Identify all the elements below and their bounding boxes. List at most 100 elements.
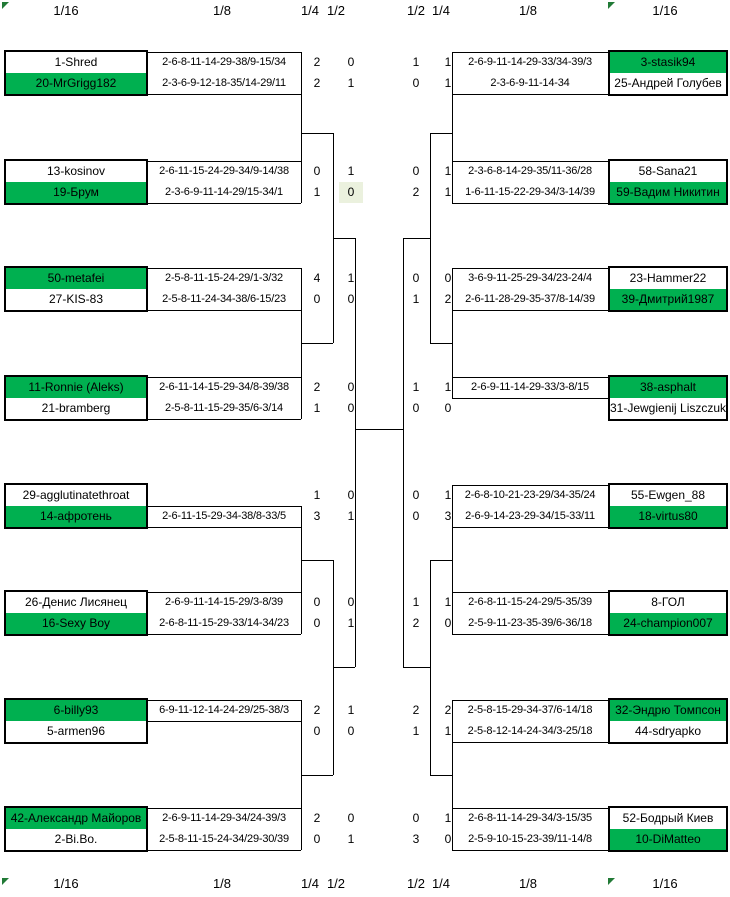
- player-name-cell[interactable]: 39-Дмитрий1987: [610, 289, 726, 310]
- player-name-cell[interactable]: 31-Jewgienij Liszczuk: [610, 398, 726, 419]
- match-sequence-cell[interactable]: 2-3-6-9-11-14-29/15-34/1: [165, 186, 283, 198]
- score-semifinal-cell[interactable]: 1: [412, 595, 420, 609]
- match-sequence-cell[interactable]: 2-5-8-12-14-24-34/3-25/18: [467, 725, 593, 737]
- score-quarterfinal-cell[interactable]: 0: [313, 164, 321, 178]
- match-sequence-cell[interactable]: 2-5-8-11-15-29-35/6-3/14: [165, 402, 283, 414]
- player-name-cell[interactable]: 6-billy93: [6, 700, 146, 721]
- score-quarterfinal-cell[interactable]: 1: [444, 488, 452, 502]
- score-quarterfinal-cell[interactable]: 1: [444, 811, 452, 825]
- score-semifinal-cell[interactable]: 1: [347, 164, 355, 178]
- score-quarterfinal-cell[interactable]: 0: [444, 401, 452, 415]
- score-semifinal-cell[interactable]: 0: [347, 595, 355, 609]
- score-semifinal-cell[interactable]: 0: [347, 401, 355, 415]
- match-sequence-cell[interactable]: 2-6-11-15-29-34-38/8-33/5: [162, 510, 286, 522]
- score-quarterfinal-cell[interactable]: 1: [444, 164, 452, 178]
- score-quarterfinal-cell[interactable]: 1: [444, 76, 452, 90]
- score-semifinal-cell[interactable]: 0: [347, 380, 355, 394]
- match-sequence-cell[interactable]: 2-3-6-9-12-18-35/14-29/11: [162, 77, 286, 89]
- score-quarterfinal-cell[interactable]: 0: [313, 595, 321, 609]
- match-sequence-cell[interactable]: 2-6-8-11-14-29-38/9-15/34: [162, 56, 286, 68]
- player-name-cell[interactable]: 38-asphalt: [610, 377, 726, 398]
- match-sequence-cell[interactable]: 1-6-11-15-22-29-34/3-14/39: [465, 186, 595, 198]
- score-quarterfinal-cell[interactable]: 1: [313, 401, 321, 415]
- match-sequence-cell[interactable]: 2-6-8-10-21-23-29/34-35/24: [464, 489, 596, 501]
- score-quarterfinal-cell[interactable]: 1: [444, 185, 452, 199]
- score-semifinal-cell[interactable]: 2: [412, 703, 420, 717]
- match-sequence-cell[interactable]: 2-6-8-11-14-29-34/3-15/35: [468, 812, 592, 824]
- score-quarterfinal-cell[interactable]: 3: [444, 509, 452, 523]
- score-semifinal-cell[interactable]: 0: [347, 292, 355, 306]
- player-name-cell[interactable]: 2-Bi.Bo.: [6, 829, 146, 850]
- player-name-cell[interactable]: 1-Shred: [6, 52, 146, 73]
- match-sequence-cell[interactable]: 2-5-8-11-24-34-38/6-15/23: [162, 293, 286, 305]
- player-name-cell[interactable]: 11-Ronnie (Aleks): [6, 377, 146, 398]
- player-name-cell[interactable]: 27-KIS-83: [6, 289, 146, 310]
- score-semifinal-cell[interactable]: 2: [412, 185, 420, 199]
- score-quarterfinal-cell[interactable]: 0: [313, 292, 321, 306]
- score-semifinal-cell[interactable]: 1: [347, 703, 355, 717]
- score-semifinal-cell[interactable]: 0: [412, 271, 420, 285]
- score-semifinal-cell[interactable]: 0: [339, 182, 363, 203]
- score-quarterfinal-cell[interactable]: 2: [313, 76, 321, 90]
- player-name-cell[interactable]: 32-Эндрю Томпсон: [610, 700, 726, 721]
- player-name-cell[interactable]: 14-афротень: [6, 506, 146, 527]
- match-sequence-cell[interactable]: 2-6-9-11-14-29-34/24-39/3: [162, 812, 286, 824]
- match-sequence-cell[interactable]: 2-5-8-11-15-24-29/1-3/32: [165, 272, 283, 284]
- score-semifinal-cell[interactable]: 1: [412, 724, 420, 738]
- score-semifinal-cell[interactable]: 1: [347, 832, 355, 846]
- player-name-cell[interactable]: 25-Андрей Голубев: [610, 73, 726, 94]
- player-name-cell[interactable]: 44-sdryapko: [610, 721, 726, 742]
- score-semifinal-cell[interactable]: 3: [412, 832, 420, 846]
- match-sequence-cell[interactable]: 2-6-11-15-24-29-34/9-14/38: [159, 165, 289, 177]
- player-name-cell[interactable]: 5-armen96: [6, 721, 146, 742]
- match-sequence-cell[interactable]: 2-6-9-11-14-29-33/34-39/3: [468, 56, 592, 68]
- score-quarterfinal-cell[interactable]: 0: [313, 616, 321, 630]
- score-quarterfinal-cell[interactable]: 2: [313, 55, 321, 69]
- score-semifinal-cell[interactable]: 0: [347, 488, 355, 502]
- match-sequence-cell[interactable]: 2-3-6-9-11-14-34: [490, 77, 570, 89]
- score-quarterfinal-cell[interactable]: 1: [444, 380, 452, 394]
- score-semifinal-cell[interactable]: 0: [412, 164, 420, 178]
- score-semifinal-cell[interactable]: 1: [412, 55, 420, 69]
- player-name-cell[interactable]: 24-champion007: [610, 613, 726, 634]
- player-name-cell[interactable]: 20-MrGrigg182: [6, 73, 146, 94]
- score-quarterfinal-cell[interactable]: 0: [444, 271, 452, 285]
- score-semifinal-cell[interactable]: 0: [412, 401, 420, 415]
- score-semifinal-cell[interactable]: 1: [347, 509, 355, 523]
- player-name-cell[interactable]: 16-Sexy Boy: [6, 613, 146, 634]
- score-semifinal-cell[interactable]: 1: [412, 380, 420, 394]
- match-sequence-cell[interactable]: 2-5-9-11-23-35-39/6-36/18: [468, 617, 592, 629]
- score-semifinal-cell[interactable]: 1: [347, 76, 355, 90]
- score-semifinal-cell[interactable]: 1: [347, 271, 355, 285]
- player-name-cell[interactable]: 29-agglutinatethroat: [6, 485, 146, 506]
- score-semifinal-cell[interactable]: 0: [412, 76, 420, 90]
- score-quarterfinal-cell[interactable]: 1: [444, 55, 452, 69]
- player-name-cell[interactable]: 59-Вадим Никитин: [610, 182, 726, 203]
- score-quarterfinal-cell[interactable]: 2: [444, 703, 452, 717]
- player-name-cell[interactable]: 10-DiMatteo: [610, 829, 726, 850]
- score-quarterfinal-cell[interactable]: 1: [444, 595, 452, 609]
- score-quarterfinal-cell[interactable]: 0: [444, 616, 452, 630]
- score-semifinal-cell[interactable]: 1: [412, 292, 420, 306]
- match-sequence-cell[interactable]: 3-6-9-11-25-29-34/23-24/4: [468, 272, 592, 284]
- match-sequence-cell[interactable]: 2-6-8-11-15-24-29/5-35/39: [468, 596, 592, 608]
- match-sequence-cell[interactable]: 2-5-8-11-15-24-34/29-30/39: [159, 833, 289, 845]
- player-name-cell[interactable]: 52-Бодрый Киев: [610, 808, 726, 829]
- score-quarterfinal-cell[interactable]: 2: [444, 292, 452, 306]
- score-quarterfinal-cell[interactable]: 2: [313, 703, 321, 717]
- score-semifinal-cell[interactable]: 0: [347, 55, 355, 69]
- score-quarterfinal-cell[interactable]: 1: [444, 724, 452, 738]
- match-sequence-cell[interactable]: 2-6-11-14-15-29-34/8-39/38: [159, 381, 289, 393]
- score-quarterfinal-cell[interactable]: 0: [313, 724, 321, 738]
- score-quarterfinal-cell[interactable]: 2: [313, 380, 321, 394]
- player-name-cell[interactable]: 21-bramberg: [6, 398, 146, 419]
- score-semifinal-cell[interactable]: 0: [347, 724, 355, 738]
- score-quarterfinal-cell[interactable]: 0: [313, 832, 321, 846]
- match-sequence-cell[interactable]: 6-9-11-12-14-24-29/25-38/3: [159, 704, 289, 716]
- score-semifinal-cell[interactable]: 0: [347, 811, 355, 825]
- match-sequence-cell[interactable]: 2-3-6-8-14-29-35/11-36/28: [468, 165, 592, 177]
- player-name-cell[interactable]: 26-Денис Лисянец: [6, 592, 146, 613]
- match-sequence-cell[interactable]: 2-5-9-10-15-23-39/11-14/8: [468, 833, 592, 845]
- player-name-cell[interactable]: 23-Hammer22: [610, 268, 726, 289]
- player-name-cell[interactable]: 42-Александр Майоров: [6, 808, 146, 829]
